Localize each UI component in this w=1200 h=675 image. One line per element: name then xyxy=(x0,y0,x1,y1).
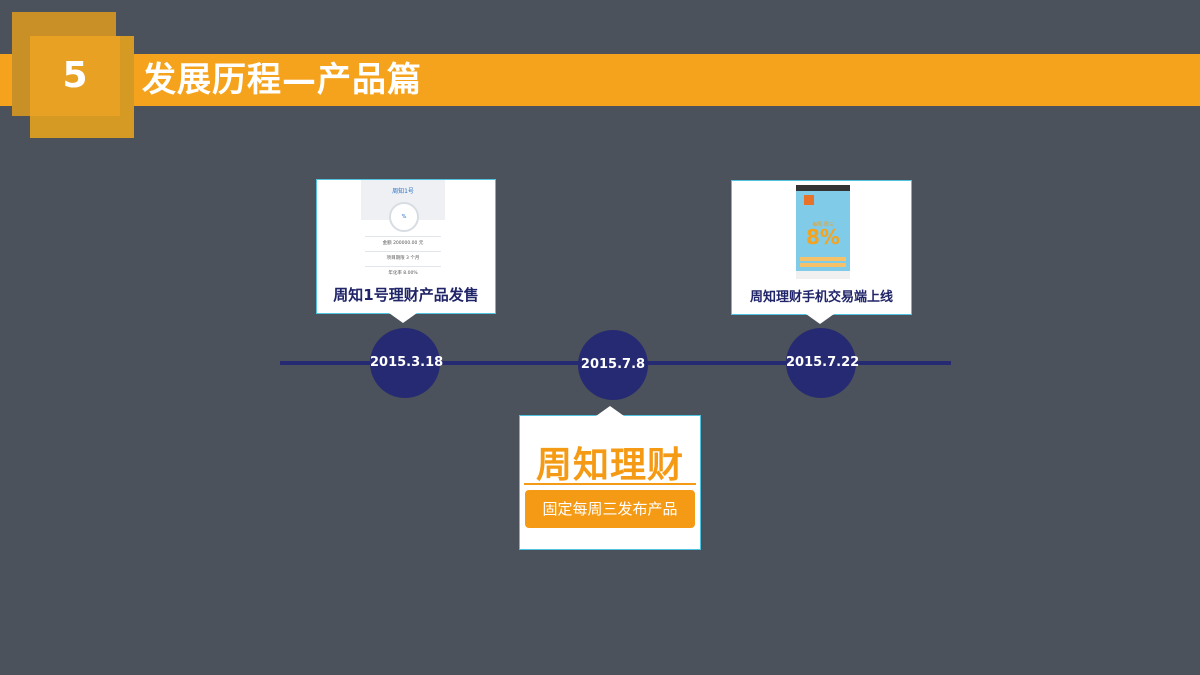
slide-title: 发展历程—产品篇 xyxy=(142,60,422,100)
card-pointer xyxy=(596,406,624,416)
product-screenshot: 周知1号 % 金额 200000.00 元 项目期限 3 个月 年化率 8.00… xyxy=(361,180,445,280)
phone-button-bar xyxy=(800,263,846,267)
brand-name: 周知理财 xyxy=(535,445,684,486)
screenshot-circle-label: % xyxy=(401,214,407,220)
card-caption: 周知理财手机交易端上线 xyxy=(749,290,893,305)
phone-button-bar xyxy=(800,257,846,261)
card-brand: 周知理财 固定每周三发布产品 xyxy=(519,406,701,550)
timeline-node-1: 2015.3.18 xyxy=(370,328,443,398)
screenshot-row: 项目期限 3 个月 xyxy=(365,251,441,266)
screenshot-row: 年化率 8.00% xyxy=(365,266,441,281)
brand-divider xyxy=(524,483,696,485)
timeline-node-3: 2015.7.22 xyxy=(786,328,859,398)
phone-rate: 8% xyxy=(806,225,840,249)
brand-tagline: 固定每周三发布产品 xyxy=(525,490,695,528)
card-mobile-launch: 每周·周三 8% 周知理财手机交易端上线 xyxy=(731,180,912,324)
screenshot-title: 周知1号 xyxy=(392,188,414,195)
phone-headline: 每周·周三 xyxy=(812,222,834,228)
mobile-app-screenshot: 每周·周三 8% xyxy=(796,185,850,279)
phone-nav-bar xyxy=(796,271,850,279)
card-caption: 周知1号理财产品发售 xyxy=(333,286,479,304)
phone-status-bar xyxy=(796,185,850,191)
timeline-node-2: 2015.7.8 xyxy=(578,330,648,400)
screenshot-row: 金额 200000.00 元 xyxy=(365,236,441,251)
card-product-launch: 周知1号 % 金额 200000.00 元 项目期限 3 个月 年化率 8.00… xyxy=(316,179,496,323)
section-number: 5 xyxy=(62,55,88,96)
card-pointer xyxy=(389,313,417,323)
app-logo-icon xyxy=(804,195,814,205)
card-pointer xyxy=(806,314,834,324)
title-banner xyxy=(0,54,1200,106)
section-number-box xyxy=(30,36,120,116)
screenshot-progress-circle: % xyxy=(389,202,419,232)
